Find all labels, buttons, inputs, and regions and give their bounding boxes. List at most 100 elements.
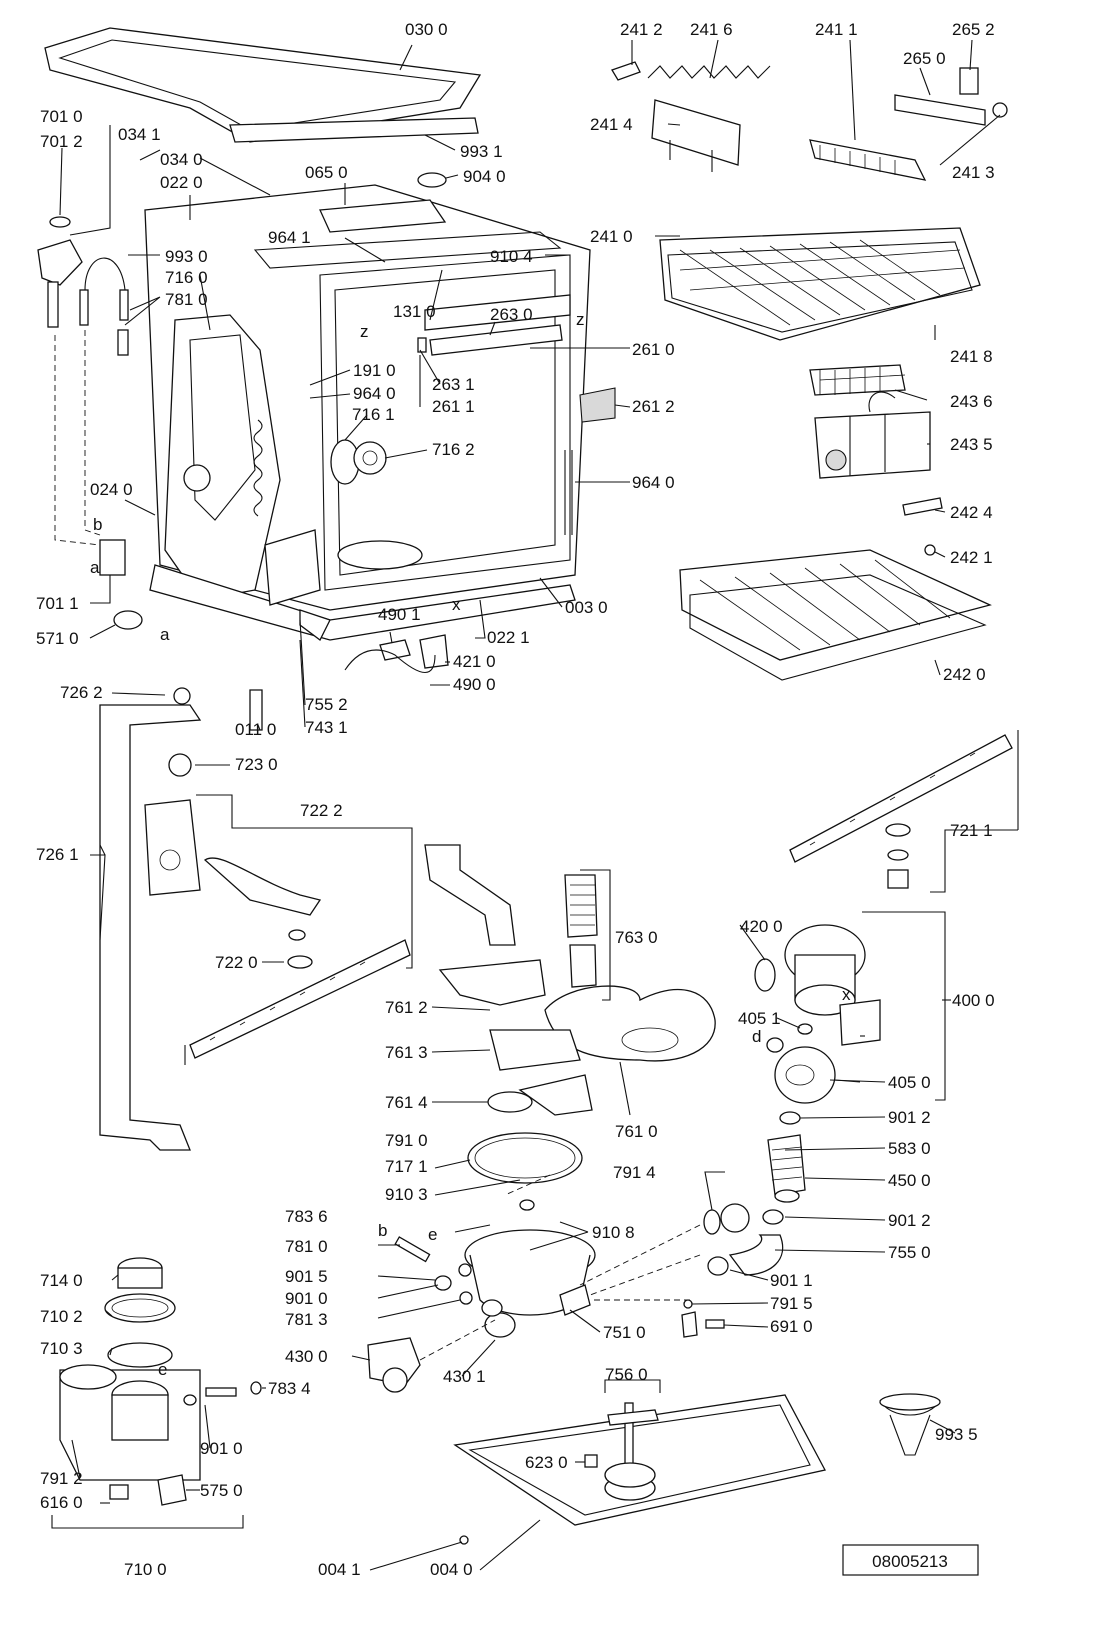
lower-basket-drawing [679,549,992,681]
part-label: 716 0 [165,268,208,287]
bracket-drawings [249,294,616,731]
reference-markers: a a b b d e e x x z z [90,310,851,1379]
part-label: 710 2 [40,1307,83,1326]
part-label: 243 5 [950,435,993,454]
part-label: 964 0 [353,384,396,403]
part-label: 241 3 [952,163,995,182]
part-label: 761 3 [385,1043,428,1062]
part-label: 242 0 [943,665,986,684]
rack-accessories-drawing [611,61,1008,181]
part-label: 783 4 [268,1379,311,1398]
marker-a: a [90,558,100,577]
part-label: 263 0 [490,305,533,324]
part-label: 261 0 [632,340,675,359]
part-label: 755 0 [888,1243,931,1262]
part-label: 405 1 [738,1009,781,1028]
part-label: 716 2 [432,440,475,459]
part-label: 430 0 [285,1347,328,1366]
part-label: 420 0 [740,917,783,936]
part-label: 004 0 [430,1560,473,1579]
part-label: 241 4 [590,115,633,134]
riser-tube-drawing [99,687,202,1151]
part-label: 065 0 [305,163,348,182]
part-label: 901 2 [888,1211,931,1230]
lower-spray-arm-drawing [189,857,411,1059]
part-label: 242 1 [950,548,993,567]
part-label: 791 5 [770,1294,813,1313]
part-label: 030 0 [405,20,448,39]
base-tray-drawing [453,1393,941,1545]
part-label: 781 3 [285,1310,328,1329]
part-label: 781 0 [285,1237,328,1256]
part-label: 717 1 [385,1157,428,1176]
part-label: 756 0 [605,1365,648,1384]
upper-spray-arm-drawing [789,734,1013,889]
marker-x: x [452,595,461,614]
part-label: 701 1 [36,594,79,613]
part-label: 131 0 [393,302,436,321]
part-label: 242 4 [950,503,993,522]
part-label: 964 1 [268,228,311,247]
part-label: 993 5 [935,1425,978,1444]
part-label: 022 1 [487,628,530,647]
part-label: 781 0 [165,290,208,309]
part-label: 241 0 [590,227,633,246]
part-label: 722 2 [300,801,343,820]
part-label: 716 1 [352,405,395,424]
part-label: 450 0 [888,1171,931,1190]
part-label: 726 2 [60,683,103,702]
heater-drawing [367,1319,496,1393]
part-label: 004 1 [318,1560,361,1579]
part-label: 034 1 [118,125,161,144]
part-label: 034 0 [160,150,203,169]
part-label: 701 2 [40,132,83,151]
cabinet-drawing [144,184,591,641]
marker-z: z [360,322,369,341]
part-label: 261 2 [632,397,675,416]
part-label: 263 1 [432,375,475,394]
part-label: 241 1 [815,20,858,39]
part-label: 623 0 [525,1453,568,1472]
part-label: 714 0 [40,1271,83,1290]
part-label: 261 1 [432,397,475,416]
part-label: 191 0 [353,361,396,380]
part-label: 011 0 [235,720,276,739]
filter-drawing [424,844,716,1116]
part-label: 583 0 [888,1139,931,1158]
part-label: 761 2 [385,998,428,1017]
part-label: 400 0 [952,991,995,1010]
part-label: 616 0 [40,1493,83,1512]
part-label: 791 4 [613,1163,656,1182]
part-label: 761 4 [385,1093,428,1112]
worktop-drawing [44,27,482,188]
part-label: 710 3 [40,1339,83,1358]
part-label: 901 0 [285,1289,328,1308]
part-label: 901 5 [285,1267,328,1286]
part-label: 722 0 [215,953,258,972]
part-label: 405 0 [888,1073,931,1092]
part-label: 024 0 [90,480,133,499]
drain-pump-drawing [681,1134,806,1338]
inlet-valve-drawing [37,216,143,630]
upper-basket-drawing [659,227,981,341]
part-label: 751 0 [603,1323,646,1342]
part-label: 721 1 [950,821,993,840]
part-label: 726 1 [36,845,79,864]
part-label: 910 4 [490,247,533,266]
marker-b: b [93,515,102,534]
part-label: 755 2 [305,695,348,714]
part-label: 791 2 [40,1469,83,1488]
part-label: 901 2 [888,1108,931,1127]
marker-x: x [842,985,851,1004]
part-label: 904 0 [463,167,506,186]
part-label: 241 2 [620,20,663,39]
part-label: 243 6 [950,392,993,411]
part-label: 003 0 [565,598,608,617]
part-label: 490 0 [453,675,496,694]
part-label: 743 1 [305,718,348,737]
part-label: 421 0 [453,652,496,671]
part-label: 723 0 [235,755,278,774]
cutlery-basket-drawing [809,364,943,556]
part-label: 571 0 [36,629,79,648]
